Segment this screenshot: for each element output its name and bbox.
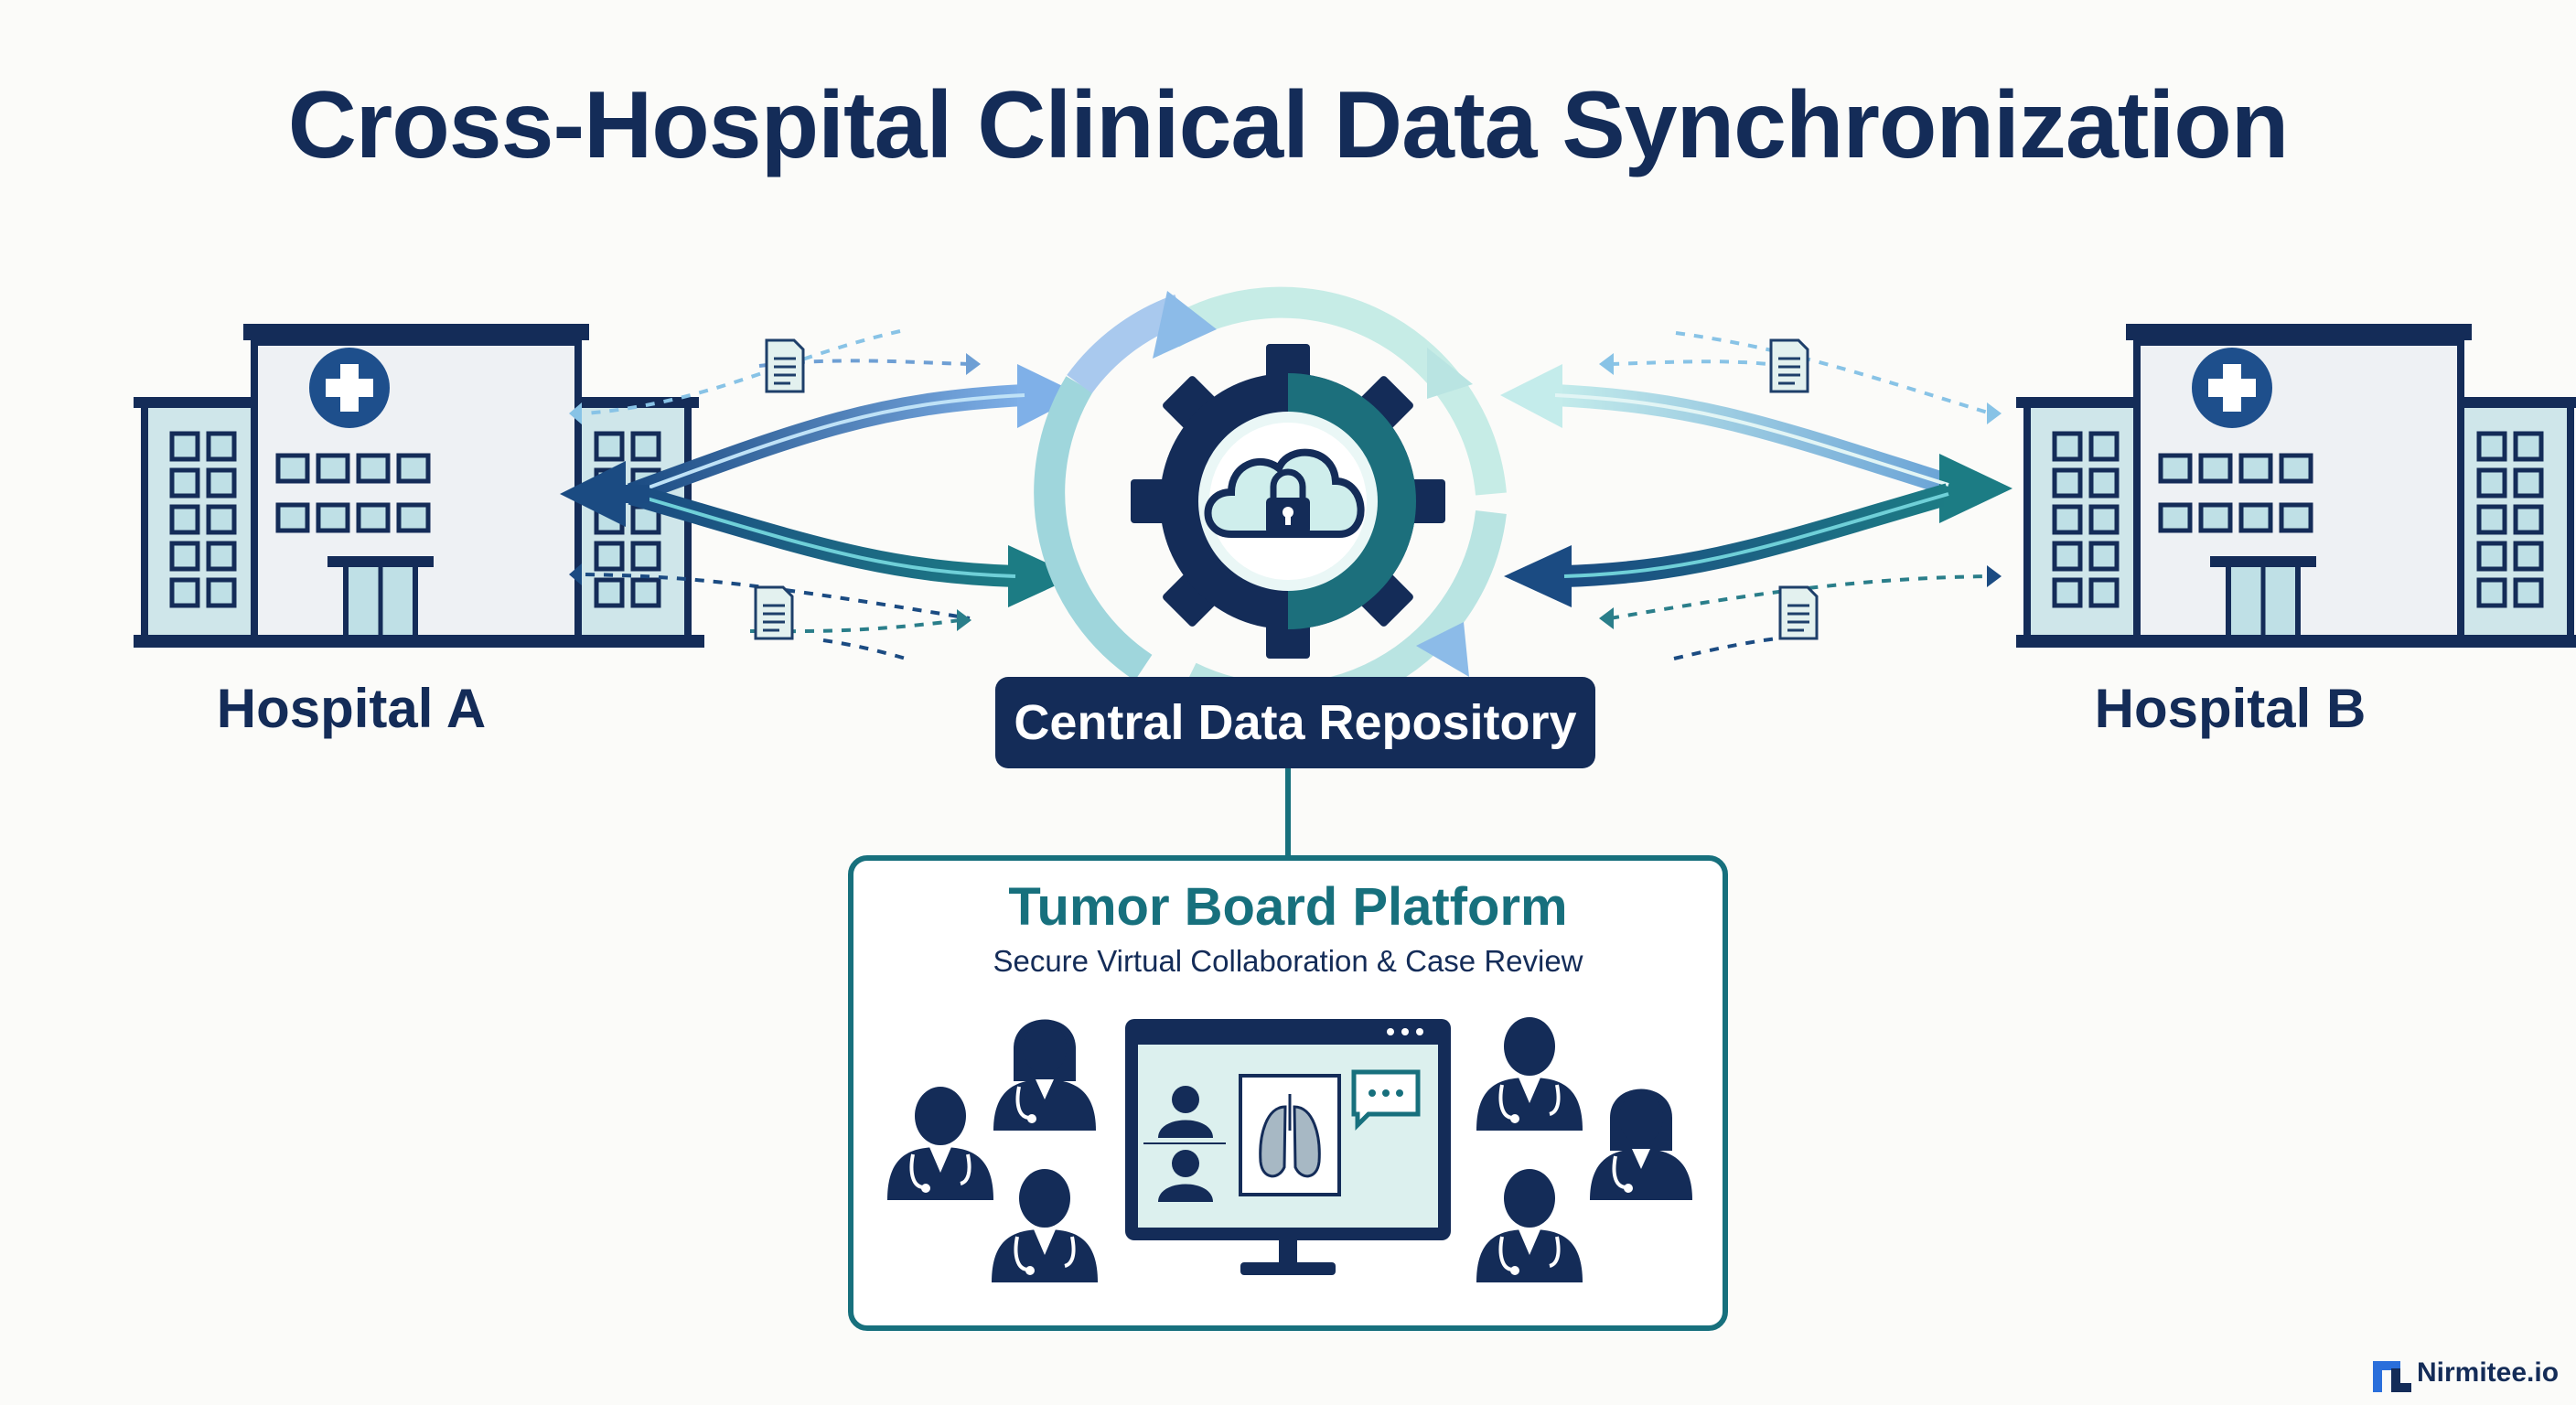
document-icon bbox=[754, 585, 794, 640]
chat-icon bbox=[1351, 1069, 1421, 1132]
lung-scan-icon bbox=[1239, 1074, 1341, 1196]
brand-name: Nirmitee.io bbox=[2417, 1357, 2560, 1388]
cloud-icon bbox=[1204, 448, 1365, 538]
right-sync-arrows bbox=[1500, 331, 2012, 660]
platform-subtitle: Secure Virtual Collaboration & Case Revi… bbox=[993, 944, 1583, 978]
hospital-b-icon bbox=[2016, 324, 2576, 648]
document-icon bbox=[765, 338, 805, 393]
brand-footer[interactable]: Nirmitee.io bbox=[2417, 1352, 2559, 1394]
nirmitee-logo-icon bbox=[2373, 1361, 2411, 1392]
lock-icon bbox=[1266, 468, 1310, 534]
left-sync-arrows bbox=[560, 329, 1081, 660]
hospital-a-label: Hospital A bbox=[216, 678, 487, 739]
platform-title: Tumor Board Platform bbox=[1008, 877, 1568, 937]
hospital-b-label: Hospital B bbox=[2094, 678, 2367, 739]
document-icon bbox=[1769, 338, 1809, 393]
document-icon bbox=[1778, 585, 1819, 640]
hospital-a-icon bbox=[134, 324, 704, 648]
central-repository-label: Central Data Repository bbox=[995, 677, 1595, 768]
page-title: Cross-Hospital Clinical Data Synchroniza… bbox=[287, 72, 2290, 178]
